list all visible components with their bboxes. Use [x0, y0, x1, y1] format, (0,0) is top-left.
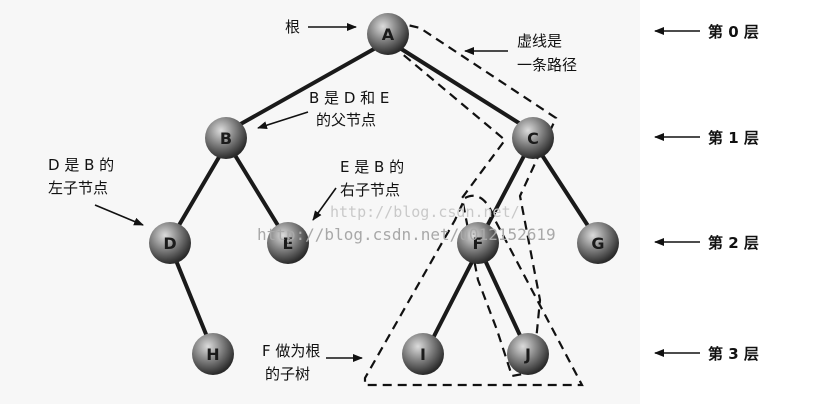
svg-text:第 0 层: 第 0 层 [708, 23, 759, 41]
svg-text:I: I [420, 345, 426, 364]
tree-edges [173, 43, 594, 346]
annotation-root: 根 [285, 18, 357, 36]
svg-text:C: C [527, 129, 539, 148]
level-0: 第 0 层 [654, 23, 759, 41]
svg-text:虚线是: 虚线是 [517, 32, 562, 50]
edge-f-j [482, 256, 526, 346]
svg-text:第 2 层: 第 2 层 [708, 234, 759, 252]
node-d: D [149, 222, 191, 264]
edge-c-g [538, 150, 594, 234]
node-i: I [402, 333, 444, 375]
svg-text:G: G [591, 234, 604, 253]
node-f: F [457, 222, 499, 264]
svg-text:F 做为根: F 做为根 [262, 342, 320, 360]
watermark-short: http://blog.csdn.net/ [330, 203, 520, 221]
edge-b-e [231, 150, 284, 234]
svg-text:E: E [283, 234, 294, 253]
watermark-long: http://blog.csdn.net/u012152619 [257, 225, 556, 244]
svg-text:J: J [524, 345, 531, 364]
svg-text:右子节点: 右子节点 [340, 181, 400, 199]
annotation-parent: B 是 D 和 E 的父节点 [257, 89, 389, 130]
node-a: A [367, 13, 409, 55]
svg-text:左子节点: 左子节点 [48, 179, 108, 197]
edge-b-d [173, 150, 224, 234]
dashed-path-highlight [393, 20, 558, 378]
edge-d-h [173, 256, 212, 346]
edge-c-f [482, 150, 528, 234]
edge-a-c [393, 43, 532, 132]
svg-text:F: F [473, 234, 484, 253]
svg-text:D 是 B 的: D 是 B 的 [48, 156, 114, 174]
svg-text:一条路径: 一条路径 [517, 56, 577, 74]
level-3: 第 3 层 [654, 345, 759, 363]
node-b: B [205, 117, 247, 159]
node-g: G [577, 222, 619, 264]
svg-text:D: D [163, 234, 176, 253]
svg-text:的父节点: 的父节点 [316, 111, 376, 129]
annotation-path: 虚线是 一条路径 [464, 32, 577, 74]
edge-f-i [428, 256, 476, 346]
svg-text:第 1 层: 第 1 层 [708, 129, 759, 147]
edge-a-b [228, 43, 383, 132]
level-2: 第 2 层 [654, 234, 759, 252]
node-h: H [192, 333, 234, 375]
level-1: 第 1 层 [654, 129, 759, 147]
node-e: E [267, 222, 309, 264]
node-c: C [512, 117, 554, 159]
svg-text:E 是 B 的: E 是 B 的 [340, 158, 404, 176]
svg-text:第 3 层: 第 3 层 [708, 345, 759, 363]
annotation-subtree: F 做为根 的子树 [262, 342, 363, 383]
node-j: J [507, 333, 549, 375]
svg-text:H: H [206, 345, 219, 364]
svg-text:B 是 D 和 E: B 是 D 和 E [309, 89, 389, 107]
svg-text:A: A [382, 25, 395, 44]
svg-text:B: B [220, 129, 232, 148]
annotation-left-child: D 是 B 的 左子节点 [48, 156, 144, 226]
annotation-right-child: E 是 B 的 右子节点 [312, 158, 404, 221]
dashed-subtree-outline [363, 194, 584, 387]
svg-text:的子树: 的子树 [265, 365, 310, 383]
svg-text:根: 根 [285, 18, 300, 36]
